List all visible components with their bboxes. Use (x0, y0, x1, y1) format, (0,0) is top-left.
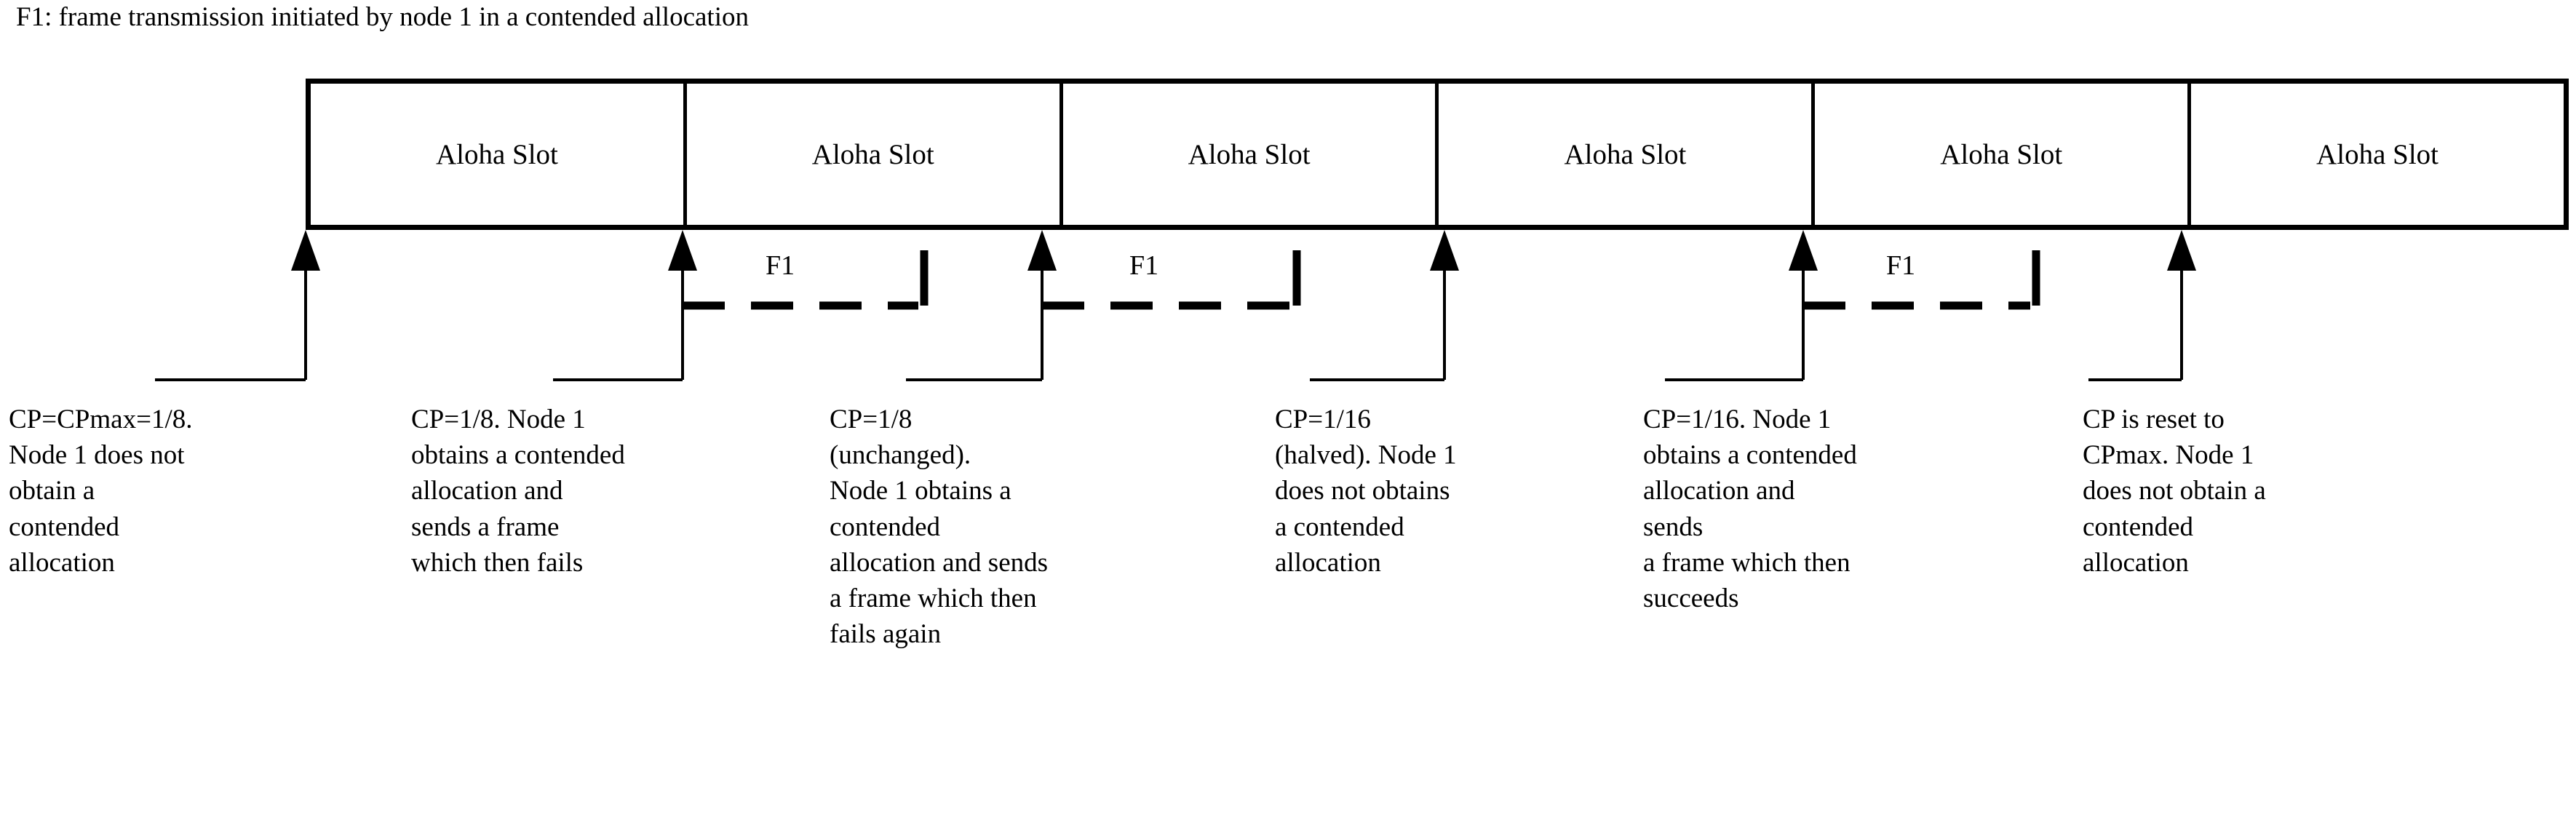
slot-boundary-arrow-6 (2167, 230, 2196, 380)
frame-marker-3 (1803, 250, 2040, 310)
aloha-slot-row: Aloha Slot Aloha Slot Aloha Slot Aloha S… (306, 79, 2569, 230)
annotation-block-3: CP=1/8 (unchanged). Node 1 obtains a con… (830, 405, 1049, 650)
slot-boundary-arrow-3 (1027, 230, 1057, 380)
annotation-block-1: CP=CPmax=1/8. Node 1 does not obtain a c… (9, 405, 193, 578)
frame-marker-1 (683, 250, 929, 310)
slot-boundary-arrow-5 (1789, 230, 1818, 380)
aloha-slot-cell: Aloha Slot (2316, 138, 2439, 170)
frame-marker-2 (1042, 250, 1301, 310)
annotation-block-6: CP is reset to CPmax. Node 1 does not ob… (2083, 405, 2266, 578)
frame-marker-label-2: F1 (1129, 250, 1159, 281)
annotation-block-4: CP=1/16 (halved). Node 1 does not obtain… (1275, 405, 1457, 578)
figure-caption: F1: frame transmission initiated by node… (16, 2, 749, 32)
frame-marker-label-1: F1 (766, 250, 795, 281)
aloha-slot-cell: Aloha Slot (1815, 84, 2192, 225)
annotation-block-2: CP=1/8. Node 1 obtains a contended alloc… (411, 405, 625, 578)
slot-boundary-arrow-4 (1430, 230, 1459, 380)
aloha-slot-cell: Aloha Slot (311, 84, 687, 225)
aloha-slot-cell: Aloha Slot (1439, 84, 1816, 225)
aloha-slot-cell: Aloha Slot (1063, 84, 1439, 225)
aloha-slot-cell: Aloha Slot (687, 84, 1063, 225)
annotation-block-5: CP=1/16. Node 1 obtains a contended allo… (1643, 405, 1857, 614)
slot-boundary-arrow-1 (291, 230, 320, 380)
frame-marker-label-3: F1 (1886, 250, 1916, 281)
slot-boundary-arrow-2 (668, 230, 697, 380)
